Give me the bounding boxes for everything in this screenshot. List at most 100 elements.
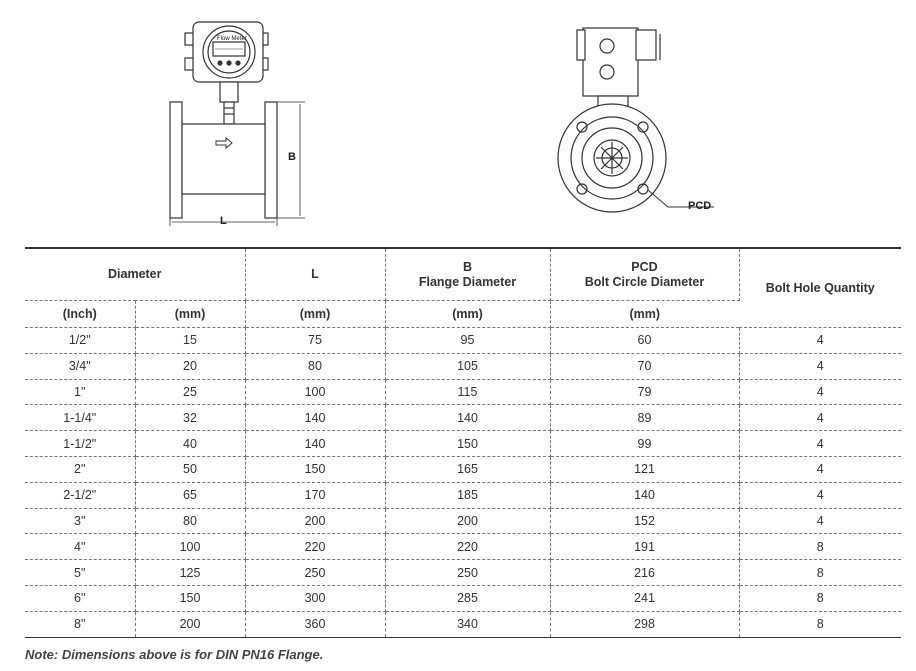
cell-b: 220	[385, 533, 551, 561]
cell-inch: 8"	[25, 611, 136, 638]
cell-qty: 4	[739, 482, 901, 509]
header-pcd: PCD Bolt Circle Diameter	[550, 248, 740, 301]
cell-l: 140	[245, 404, 386, 432]
cell-b: 165	[385, 456, 551, 483]
cell-qty: 4	[739, 327, 901, 354]
cell-inch: 1-1/2"	[25, 430, 136, 457]
header-b: B	[462, 259, 473, 274]
cell-inch: 6"	[25, 585, 136, 612]
front-view-drawing	[557, 27, 714, 213]
dimensions-table: Diameter L B Flange Diameter PCD Bolt Ci…	[25, 247, 901, 638]
cell-b: 105	[385, 353, 551, 380]
cell-inch: 4"	[25, 533, 136, 561]
footnote: Note: Dimensions above is for DIN PN16 F…	[25, 647, 324, 662]
cell-b: 115	[385, 379, 551, 406]
dimension-b-label: B	[288, 151, 296, 163]
cell-mm: 100	[135, 533, 246, 561]
cell-qty: 8	[739, 533, 901, 561]
cell-inch: 3"	[25, 508, 136, 535]
dimension-l-label: L	[220, 215, 227, 227]
cell-mm: 32	[135, 404, 246, 432]
cell-qty: 8	[739, 611, 901, 638]
cell-pcd: 89	[550, 404, 740, 432]
cell-l: 150	[245, 456, 386, 483]
header-pcd-main: PCD	[631, 259, 658, 274]
cell-b: 340	[385, 611, 551, 638]
header-flange-diameter: B Flange Diameter	[385, 248, 551, 301]
cell-b: 150	[385, 430, 551, 457]
cell-l: 80	[245, 353, 386, 380]
cell-l: 250	[245, 559, 386, 586]
cell-mm: 25	[135, 379, 246, 406]
cell-qty: 4	[739, 379, 901, 406]
cell-qty: 4	[739, 456, 901, 483]
table-header-row: Diameter L B Flange Diameter PCD Bolt Ci…	[25, 248, 901, 328]
unit-inch: (Inch)	[25, 300, 136, 328]
cell-pcd: 152	[550, 508, 740, 535]
cell-pcd: 241	[550, 585, 740, 612]
cell-l: 220	[245, 533, 386, 561]
cell-inch: 2-1/2"	[25, 482, 136, 509]
cell-mm: 125	[135, 559, 246, 586]
cell-inch: 1-1/4"	[25, 404, 136, 432]
cell-mm: 65	[135, 482, 246, 509]
cell-l: 100	[245, 379, 386, 406]
cell-qty: 4	[739, 353, 901, 380]
cell-mm: 200	[135, 611, 246, 638]
cell-pcd: 79	[550, 379, 740, 406]
cell-pcd: 121	[550, 456, 740, 483]
cell-inch: 3/4"	[25, 353, 136, 380]
cell-qty: 4	[739, 404, 901, 432]
header-l: L	[245, 248, 386, 301]
unit-mm-pcd: (mm)	[550, 300, 739, 328]
cell-pcd: 140	[550, 482, 740, 509]
cell-mm: 150	[135, 585, 246, 612]
cell-b: 200	[385, 508, 551, 535]
cell-mm: 50	[135, 456, 246, 483]
display-label: Flow Meter	[217, 36, 247, 42]
cell-mm: 20	[135, 353, 246, 380]
cell-pcd: 60	[550, 327, 740, 354]
cell-qty: 4	[739, 508, 901, 535]
header-b-sub: Flange Diameter	[418, 274, 517, 289]
cell-l: 360	[245, 611, 386, 638]
cell-mm: 15	[135, 327, 246, 354]
cell-b: 140	[385, 404, 551, 432]
header-diameter: Diameter	[25, 248, 246, 301]
cell-l: 200	[245, 508, 386, 535]
cell-mm: 40	[135, 430, 246, 457]
cell-pcd: 99	[550, 430, 740, 457]
table-units-row: (Inch) (mm) (mm) (mm) (mm)	[25, 300, 901, 328]
header-bolt-hole-quantity: Bolt Hole Quantity	[739, 248, 901, 328]
cell-pcd: 70	[550, 353, 740, 380]
cell-qty: 8	[739, 559, 901, 586]
cell-b: 285	[385, 585, 551, 612]
cell-inch: 2"	[25, 456, 136, 483]
cell-inch: 5"	[25, 559, 136, 586]
cell-l: 75	[245, 327, 386, 354]
technical-drawings: Flow Meter B L PCD	[169, 21, 714, 227]
cell-pcd: 216	[550, 559, 740, 586]
cell-mm: 80	[135, 508, 246, 535]
cell-l: 300	[245, 585, 386, 612]
cell-inch: 1/2"	[25, 327, 136, 354]
side-view-drawing	[169, 21, 305, 226]
cell-b: 185	[385, 482, 551, 509]
cell-b: 250	[385, 559, 551, 586]
cell-inch: 1"	[25, 379, 136, 406]
pcd-label: PCD	[688, 200, 711, 212]
unit-mm-l: (mm)	[245, 300, 386, 328]
cell-l: 170	[245, 482, 386, 509]
cell-qty: 8	[739, 585, 901, 612]
cell-pcd: 191	[550, 533, 740, 561]
cell-b: 95	[385, 327, 551, 354]
